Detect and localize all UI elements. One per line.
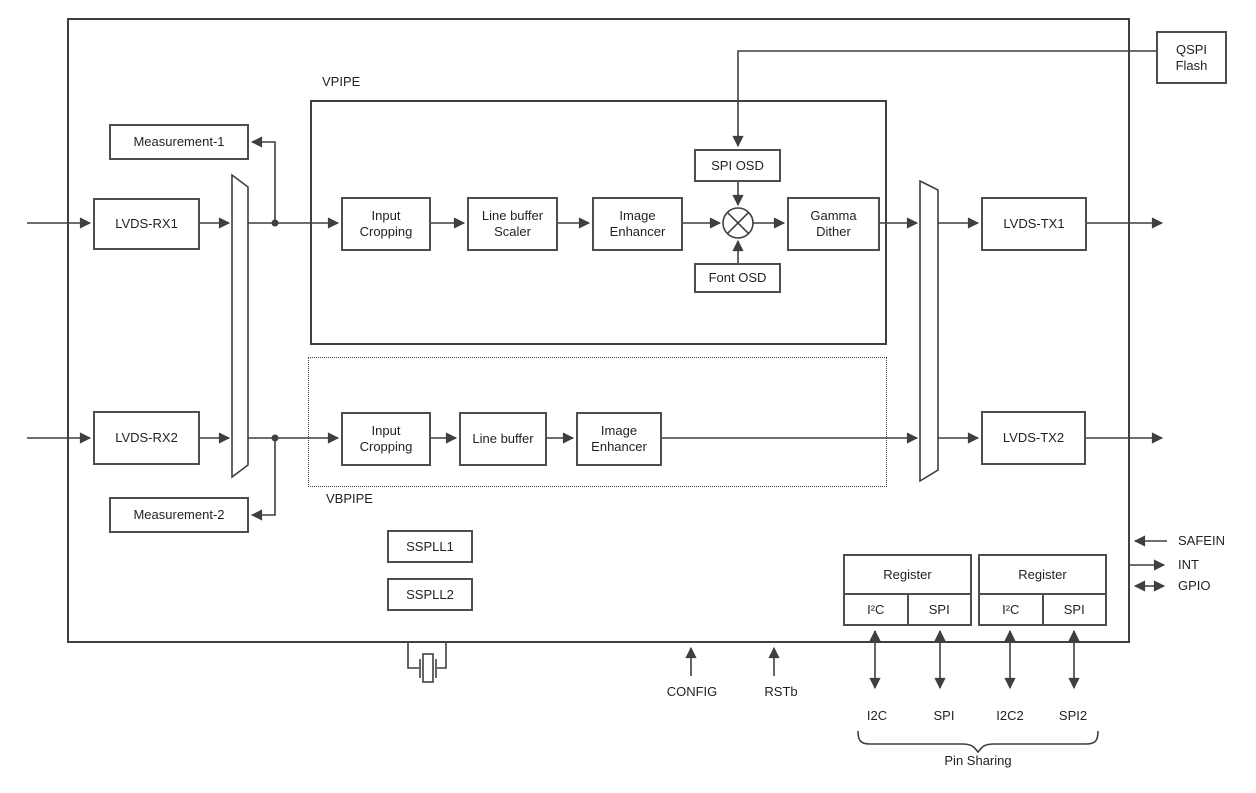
image-enhancer2-block: Image Enhancer xyxy=(576,412,662,466)
line-buffer-block: Line buffer xyxy=(459,412,547,466)
int-pin-label: INT xyxy=(1178,557,1199,572)
register2-title: Register xyxy=(980,556,1105,595)
crystal-icon xyxy=(407,643,447,683)
vpipe-label: VPIPE xyxy=(322,74,361,89)
register1-i2c-cell: I²C xyxy=(845,595,909,624)
safein-pin-label: SAFEIN xyxy=(1178,533,1225,548)
spi-pin-label: SPI xyxy=(933,708,955,723)
image-enhancer1-block: Image Enhancer xyxy=(592,197,683,251)
spi-osd-block: SPI OSD xyxy=(694,149,781,182)
register1-title: Register xyxy=(845,556,970,595)
measurement1-block: Measurement-1 xyxy=(109,124,249,160)
measurement2-block: Measurement-2 xyxy=(109,497,249,533)
lvds-tx1-block: LVDS-TX1 xyxy=(981,197,1087,251)
font-osd-block: Font OSD xyxy=(694,263,781,293)
gpio-pin-label: GPIO xyxy=(1178,578,1211,593)
input-cropping1-block: Input Cropping xyxy=(341,197,431,251)
register2-spi-cell: SPI xyxy=(1063,602,1085,617)
pin-sharing-brace xyxy=(857,730,1099,754)
lvds-rx2-block: LVDS-RX2 xyxy=(93,411,200,465)
pin-sharing-label: Pin Sharing xyxy=(944,753,1012,768)
gamma-dither-block: Gamma Dither xyxy=(787,197,880,251)
i2c-pin-label: I2C xyxy=(866,708,888,723)
spi2-pin-label: SPI2 xyxy=(1058,708,1088,723)
input-cropping2-block: Input Cropping xyxy=(341,412,431,466)
vbpipe-container xyxy=(308,357,887,487)
sspll1-block: SSPLL1 xyxy=(387,530,473,563)
lvds-rx1-block: LVDS-RX1 xyxy=(93,198,200,250)
lvds-tx2-block: LVDS-TX2 xyxy=(981,411,1086,465)
i2c2-pin-label: I2C2 xyxy=(996,708,1024,723)
register2-i2c-cell: I²C xyxy=(980,595,1044,624)
rstb-pin-label: RSTb xyxy=(764,684,798,699)
sspll2-block: SSPLL2 xyxy=(387,578,473,611)
line-buffer-scaler-block: Line buffer Scaler xyxy=(467,197,558,251)
config-pin-label: CONFIG xyxy=(666,684,718,699)
vbpipe-label: VBPIPE xyxy=(326,491,373,506)
chip-boundary xyxy=(67,18,1130,643)
register1-spi-cell: SPI xyxy=(928,602,950,617)
register-block-2: Register I²C SPI xyxy=(978,554,1107,626)
qspi-flash-block: QSPI Flash xyxy=(1156,31,1227,84)
register-block-1: Register I²C SPI xyxy=(843,554,972,626)
